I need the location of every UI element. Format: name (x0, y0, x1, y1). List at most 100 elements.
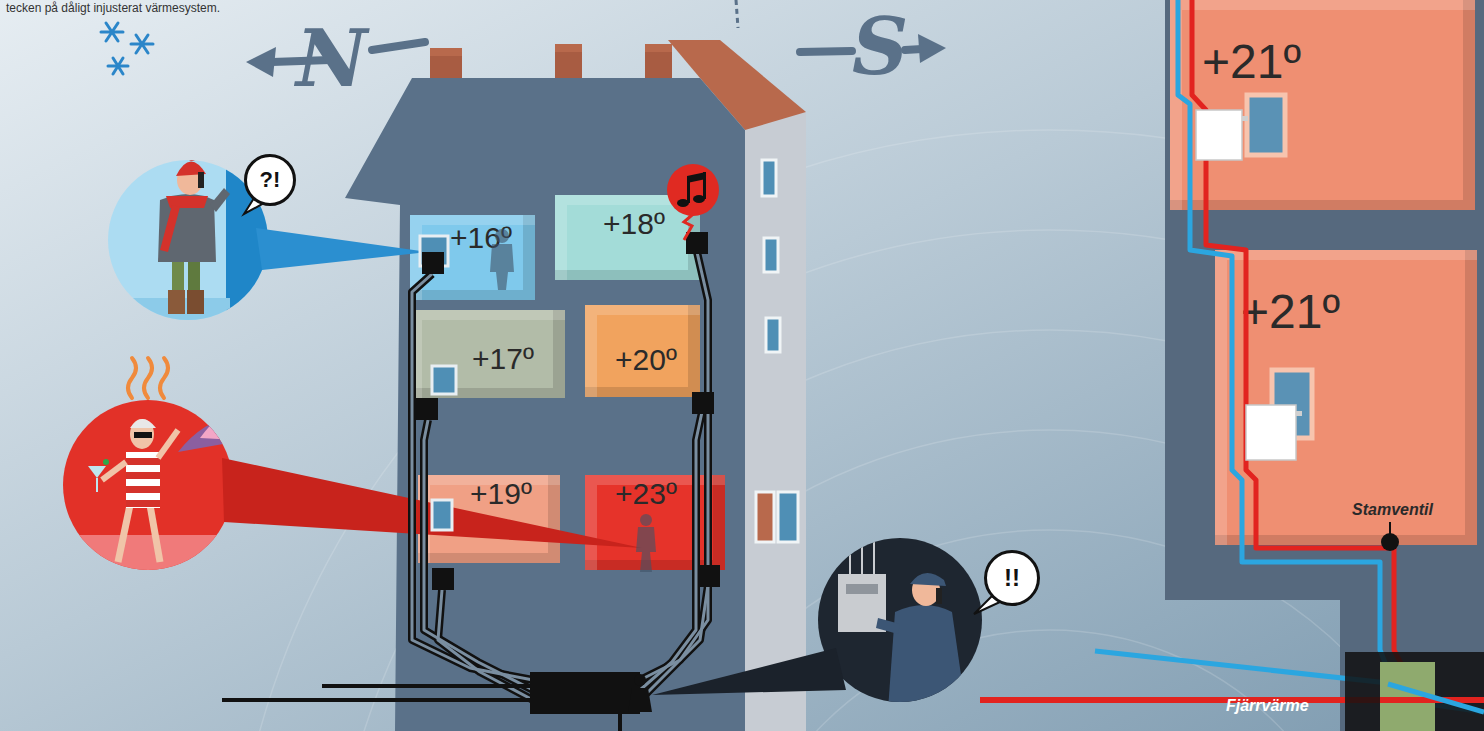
apartment-building (745, 112, 806, 731)
control-wire (222, 686, 620, 731)
technician-callout (910, 573, 946, 586)
apartment-building (430, 56, 462, 78)
resident-silhouette (490, 244, 514, 290)
hot-woman-callout (126, 472, 160, 479)
room-box: +16º (410, 215, 535, 300)
control-wire (438, 590, 533, 700)
snowflakes (108, 58, 128, 74)
radiator-sensor (698, 565, 720, 587)
control-wire (412, 252, 708, 700)
hot-woman-callout (130, 419, 156, 428)
control-unit (530, 672, 640, 714)
cold-man-callout (198, 172, 204, 188)
room-window (1272, 370, 1312, 438)
snowflakes (106, 23, 118, 41)
hot-woman-callout (126, 486, 160, 493)
hot-woman-callout (126, 452, 160, 508)
hot-woman-callout (96, 478, 98, 492)
snowflakes (101, 23, 153, 74)
room-window (1247, 95, 1312, 438)
pipe-label: Fjärrvärme (1226, 698, 1309, 714)
compass-letter: N (296, 20, 367, 98)
control-wire (640, 252, 708, 680)
compass-arrow (800, 51, 852, 52)
heat-waves (128, 358, 168, 398)
resident-silhouette (640, 514, 652, 526)
cold-man-callout (168, 290, 185, 314)
hot-woman-callout (126, 500, 160, 507)
control-wire (640, 585, 708, 700)
room-box: +21º (1215, 250, 1477, 545)
room-temperature: +18º (603, 209, 665, 239)
snowflakes (113, 58, 123, 74)
noise-symbol (703, 172, 706, 199)
return-pipe (1178, 0, 1484, 712)
resident-silhouette (490, 229, 656, 572)
control-wire (424, 420, 533, 690)
control-wire (322, 684, 530, 688)
technician-callout (936, 588, 942, 604)
supply-pipe (1192, 0, 1420, 700)
compass-letter: S (852, 8, 908, 86)
radiator-sensor (422, 252, 444, 274)
control-wire (222, 698, 530, 702)
cold-man-callout (187, 290, 204, 314)
room-temperature: +21º (1241, 288, 1340, 336)
caption-text: tecken på dåligt injusterat värmesystem. (6, 2, 220, 14)
noise-symbol (687, 172, 706, 183)
apartment-building (766, 318, 780, 352)
apartment-building (764, 238, 778, 272)
room-box: +21º (1170, 0, 1475, 210)
room-window (420, 236, 456, 530)
substation (1345, 652, 1484, 731)
room-temperature: +16º (450, 223, 512, 253)
heat-waves (160, 358, 168, 398)
substation (1380, 697, 1484, 703)
hot-woman-callout (60, 411, 292, 575)
bubble-text: !! (1004, 566, 1020, 590)
noise-zigzag (684, 208, 700, 240)
room-temperature: +21º (1202, 38, 1301, 86)
compass-arrow (272, 60, 330, 62)
room-box: +18º (555, 195, 700, 280)
noise-symbol (693, 195, 705, 203)
compass-arrowhead (918, 34, 946, 63)
technician-callout (876, 618, 900, 634)
technician-callout (838, 530, 966, 710)
control-wire (412, 274, 533, 680)
control-wire (412, 274, 533, 680)
resident-silhouette (495, 229, 509, 243)
hot-woman-callout (254, 416, 282, 436)
callout-pointer (222, 458, 642, 548)
technician-callout (888, 605, 966, 710)
apartment-building (345, 40, 806, 731)
substation (1345, 652, 1484, 731)
room-box: +19º (418, 475, 560, 563)
callout-pointer (652, 648, 846, 695)
heat-waves (144, 358, 152, 398)
cold-man-callout (158, 194, 216, 262)
noise-symbol (687, 176, 690, 203)
control-wire (438, 590, 533, 700)
room-temperature: +19º (470, 479, 532, 509)
radiator (1196, 110, 1302, 460)
hot-woman-callout (103, 459, 109, 465)
building-section (1165, 0, 1484, 731)
room-window (432, 500, 452, 530)
riser-valve (1381, 533, 1399, 551)
radiator-sensor (416, 232, 720, 590)
apartment-building (778, 492, 798, 542)
snowflakes (101, 23, 123, 41)
room-window (432, 366, 456, 394)
apartment-building (555, 52, 582, 78)
control-wire (412, 252, 708, 700)
substation (1388, 684, 1484, 712)
cold-man-callout (187, 151, 197, 161)
radiator-sensor (686, 232, 708, 254)
control-wire (640, 412, 702, 690)
radiator (1196, 110, 1242, 160)
cold-man-callout (210, 188, 230, 212)
control-wire (424, 420, 533, 690)
